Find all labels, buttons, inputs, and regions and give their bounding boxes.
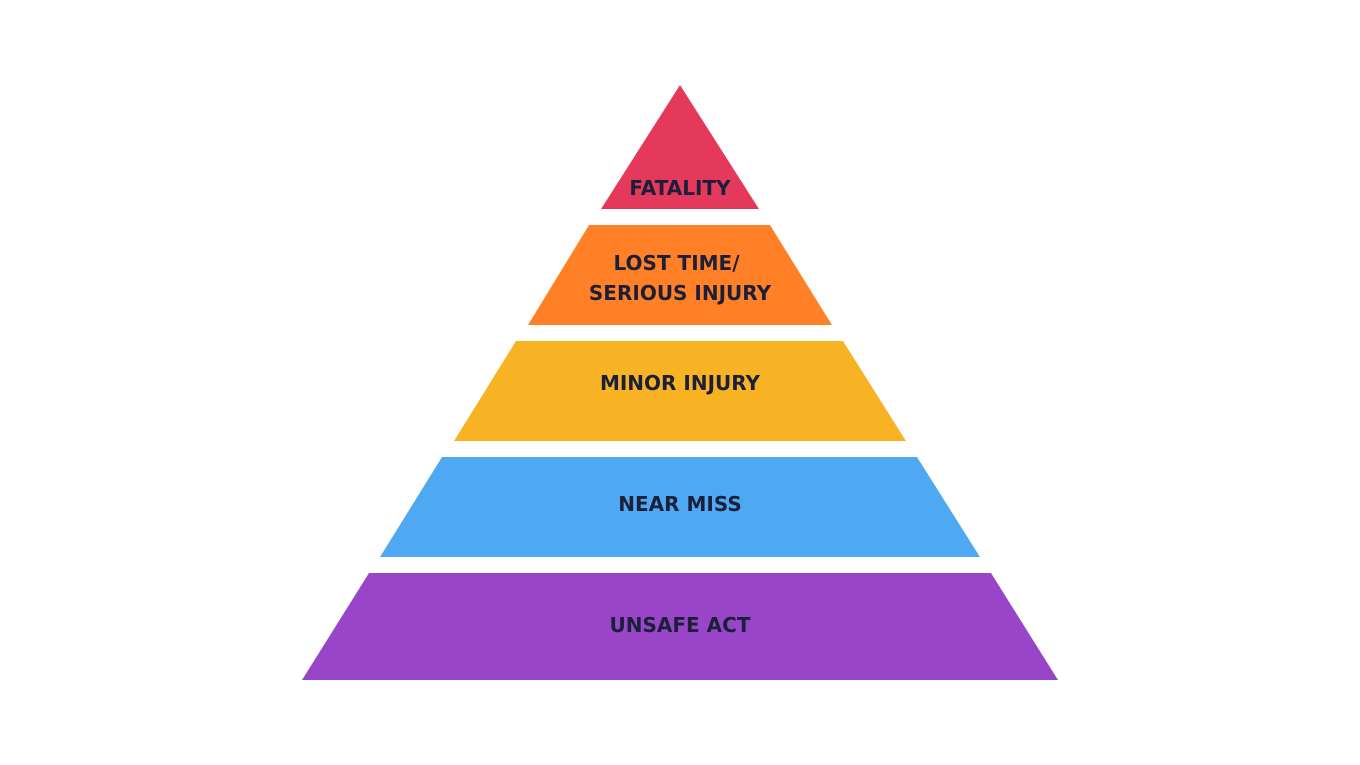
tier-near-miss: NEAR MISS — [380, 457, 980, 557]
tier-near-miss-shape — [380, 457, 980, 557]
tier-lost-time-shape — [528, 225, 832, 325]
tier-fatality: FATALITY — [601, 85, 759, 209]
tier-lost-time-serious-injury: LOST TIME/ SERIOUS INJURY — [528, 225, 832, 325]
tier-minor-injury-label: MINOR INJURY — [600, 371, 761, 395]
tier-unsafe-act-shape — [302, 573, 1058, 680]
tier-unsafe-act: UNSAFE ACT — [302, 573, 1058, 680]
tier-fatality-label: FATALITY — [629, 176, 731, 200]
tier-lost-time-label: LOST TIME/ SERIOUS INJURY — [589, 251, 772, 305]
tier-minor-injury: MINOR INJURY — [454, 341, 906, 441]
tier-minor-injury-shape — [454, 341, 906, 441]
tier-near-miss-label: NEAR MISS — [618, 492, 742, 516]
tier-fatality-shape — [601, 85, 759, 209]
tier-unsafe-act-label: UNSAFE ACT — [610, 613, 751, 637]
